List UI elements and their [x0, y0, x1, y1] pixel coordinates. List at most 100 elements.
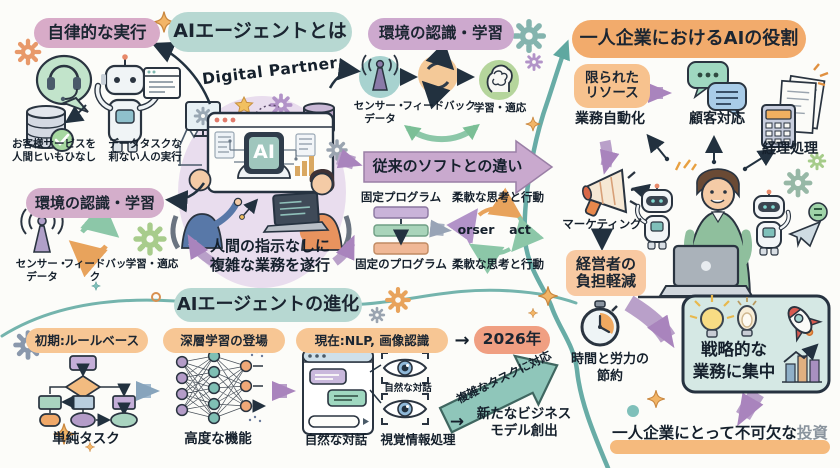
cycle-observe-label: orser: [457, 222, 495, 237]
fixed-program-label-2: 固定のプログラム: [355, 257, 447, 271]
star-icon: [234, 95, 254, 114]
task-arrow: [438, 354, 559, 434]
ai-agent-illustration: [170, 93, 352, 288]
database-check-icon: [26, 105, 74, 152]
robot-icon: [637, 184, 672, 249]
time-saving-label: 時間と労力の 節約: [570, 352, 649, 384]
year-label: 2026年: [474, 326, 550, 354]
stage2-label: 深層学習の登場: [163, 328, 285, 353]
env-top-learn-label: 学習・適応: [473, 102, 527, 114]
gear-icon: [786, 171, 810, 195]
strategic-box: [681, 294, 831, 394]
cycle-arrows-icon: [418, 41, 458, 110]
robot-icon: [754, 190, 789, 255]
marketing-label: マーケティング: [562, 217, 642, 231]
limited-resources-label: 限られた リソース: [574, 64, 650, 108]
burden-label: 経営者の 負担軽減: [566, 250, 646, 296]
browser-window: [206, 111, 335, 194]
new-business-label: 新たなビジネス モデル創出: [476, 406, 572, 440]
lamp-icon: [737, 297, 757, 337]
exchange-arrow: [403, 123, 480, 143]
difference-title: 従来のソフトとの違い: [372, 157, 523, 175]
env-left-icons: [20, 200, 164, 278]
flexible-label-bottom: 柔軟な思考と行動: [452, 257, 544, 271]
chat-window-icon: [302, 349, 374, 435]
gear-icon: [387, 289, 409, 311]
customer-label: 顧客対応: [689, 111, 745, 127]
window-icon: [143, 67, 181, 99]
agent-title: AIエージェントとは: [168, 12, 352, 52]
dot: [151, 292, 161, 302]
headset-speech-bubble-icon: [35, 54, 93, 113]
stopwatch-icon: [580, 300, 620, 347]
ai-screen: [249, 137, 279, 169]
evolution-title: AIエージェントの進化: [174, 288, 362, 322]
conclusion-highlight: [610, 440, 830, 454]
calculator-icon: [761, 63, 829, 148]
dot: [627, 405, 639, 417]
gear-icon: [368, 306, 386, 324]
stage2-caption: 高度な機能: [184, 431, 252, 447]
laptop-icon: [262, 191, 330, 233]
antenna-icon: [359, 54, 401, 98]
autonomous-illustration: [17, 41, 181, 153]
solo-owner-illustration: [637, 151, 828, 299]
autonomous-caption-2: データタスクな 莉ない人の実行: [108, 138, 182, 164]
env-left-sensor-label: センサー・ データ: [15, 258, 69, 284]
env-top-title: 環境の認識・学習: [368, 18, 514, 50]
observe-act-cycle: [446, 187, 545, 275]
env-top-feedback-label: フィードバック: [402, 100, 476, 112]
new-business-arrow: →: [449, 412, 465, 432]
megaphone-icon: [581, 168, 641, 217]
conclusion-lead: 一人企業にとって: [612, 424, 735, 442]
env-left-feedback-label: フィードバック: [63, 258, 127, 284]
paper-plane-icon: [787, 220, 822, 249]
solo-title: 一人企業におけるAIの役割: [572, 20, 806, 58]
eye-note: 自然な対話: [384, 383, 432, 394]
conclusion-label: 一人企業にとって不可欠な投資: [604, 424, 836, 444]
stage3-label: 現在:NLP, 画像認識: [296, 328, 448, 353]
stage3-caption-b: 視覚情報処理: [380, 432, 456, 447]
cycle-arrows-icon: [68, 200, 120, 278]
person-left: [170, 168, 243, 250]
connector-arrows: [64, 41, 777, 251]
block-arrows: [136, 83, 764, 427]
flowchart-icon: [38, 355, 138, 428]
mini-bar-chart: [295, 156, 314, 176]
flexible-label-top: 柔軟な思考と行動: [452, 190, 544, 204]
cycle-act-label: act: [509, 222, 531, 237]
gear-icon: [515, 22, 544, 51]
env-top-sensor-label: センサー・ データ: [353, 100, 407, 126]
lightbulb-icon: [689, 295, 735, 338]
autonomous-title: 自律的な実行: [34, 18, 160, 48]
eye-icon: [381, 393, 429, 425]
brain-icon: [479, 60, 519, 100]
equals-badge-icon: [808, 202, 828, 222]
env-left-title: 環境の認識・学習: [26, 188, 164, 218]
rocket-icon: [787, 306, 823, 343]
env-left-learn-label: 学習・適応: [125, 258, 179, 270]
env-top-icons: [359, 22, 544, 143]
fixed-program-diagram: [373, 206, 429, 254]
strategic-label: 戦略的な 業務に集中: [692, 340, 776, 382]
stage3-caption-a: 自然な対話: [304, 432, 368, 447]
autonomous-caption-1: お客様サービスを 人間ヒいもひなし: [12, 138, 96, 164]
stage1-label: 初期:ルールベース: [26, 328, 148, 353]
conclusion-tail: 投資: [796, 424, 828, 442]
divider-arrow-curve: [522, 39, 611, 468]
automation-label: 業務自動化: [575, 111, 645, 127]
eye-connector-lines: [369, 364, 382, 404]
gear-icon: [17, 41, 39, 63]
chat-bubbles-icon: [687, 61, 747, 121]
agent-caption: 人間の指示なしに 複雑な業務を遂行: [209, 237, 330, 275]
conclusion-strong: 不可欠な: [734, 424, 797, 442]
antenna-icon: [20, 208, 64, 253]
ai-screen-label: AI: [253, 141, 275, 163]
difference-banner-arrow: [363, 139, 554, 195]
neural-network-icon: [175, 349, 264, 425]
fixed-program-label: 固定プログラム: [360, 190, 442, 204]
sparkle-icons: [52, 10, 666, 453]
eye-icon: [381, 352, 429, 384]
